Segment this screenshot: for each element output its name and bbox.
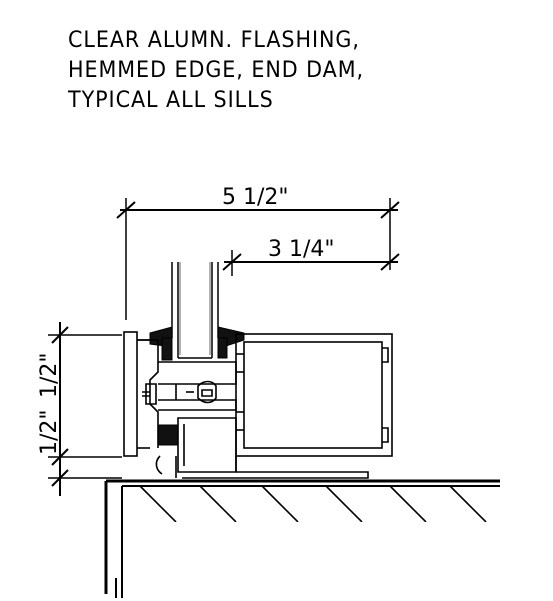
flashing-note-line-2: HEMMED EDGE, END DAM, xyxy=(68,58,364,83)
dimension-frame-depth-label: 3 1/4" xyxy=(268,237,335,262)
dimension-vertical-a-label: 1/2" xyxy=(37,409,62,455)
glazing-unit xyxy=(171,262,219,359)
sill-substrate xyxy=(104,479,500,598)
substrate-hatch xyxy=(139,485,487,522)
dimension-vertical xyxy=(48,322,122,496)
dimension-overall-width xyxy=(116,198,400,320)
sill-frame-profile xyxy=(123,331,393,473)
dimension-vertical-b-label: 1/2" xyxy=(37,352,62,398)
flashing-note-line-3: TYPICAL ALL SILLS xyxy=(68,88,274,113)
dimension-overall-width-label: 5 1/2" xyxy=(222,185,289,210)
glazing-gaskets xyxy=(149,326,245,446)
dimension-frame-depth xyxy=(222,250,400,276)
sill-flashing xyxy=(155,455,369,479)
flashing-note-line-1: CLEAR ALUMN. FLASHING, xyxy=(68,28,360,53)
